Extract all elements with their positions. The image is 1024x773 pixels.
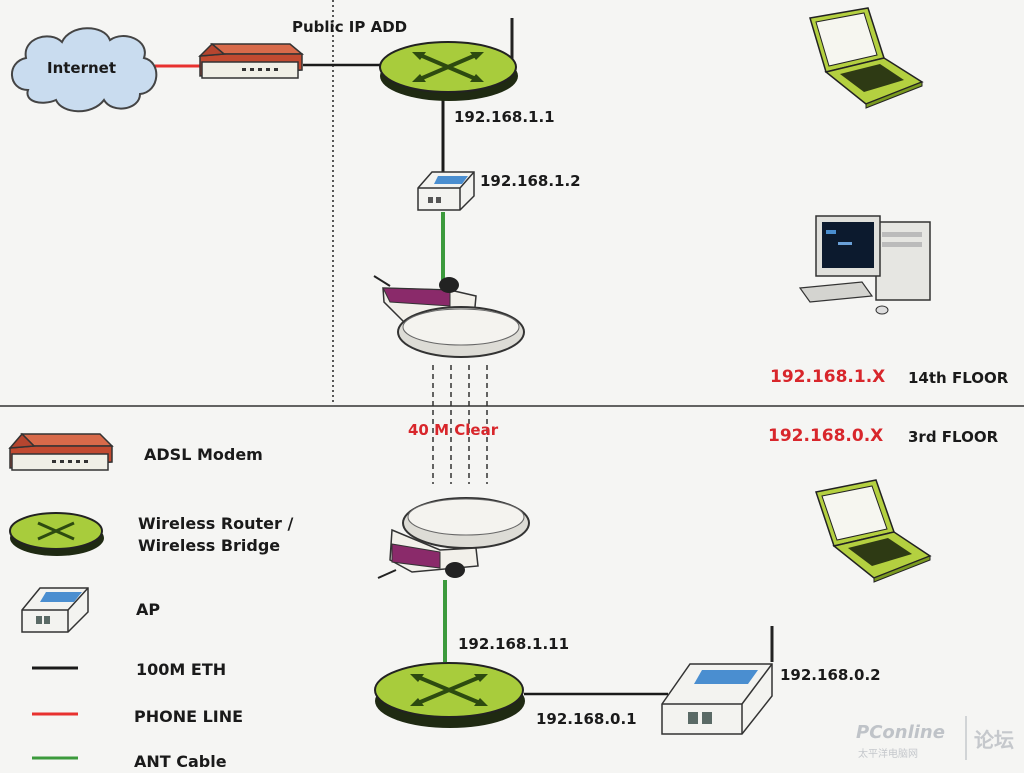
legend-adsl-label: ADSL Modem — [144, 445, 263, 464]
legend-wireless-router-icon — [9, 512, 104, 556]
router-bottom-ip-a-label: 192.168.1.11 — [458, 635, 570, 653]
floor14-subnet: 192.168.1.X — [770, 367, 886, 387]
dish-antenna-bottom-icon — [377, 497, 530, 579]
wireless-link-dashes — [432, 365, 488, 484]
link-capacity-label: 40 M Clear — [408, 421, 499, 439]
internet-cloud-icon — [11, 27, 158, 113]
adsl-modem-icon — [198, 42, 305, 79]
legend-ant-label: ANT Cable — [134, 752, 227, 771]
access-point-bottom-icon — [661, 626, 774, 735]
legend-ap-label: AP — [136, 600, 161, 619]
legend-adsl-modem-icon — [8, 432, 114, 471]
watermark-forum: 论坛 — [974, 728, 1014, 752]
legend-phone-label: PHONE LINE — [134, 707, 244, 726]
legend-router-label-line2: Wireless Bridge — [138, 536, 281, 555]
access-point-top-icon — [417, 171, 475, 211]
laptop-bottom-icon — [815, 479, 932, 583]
floor14-label: 14th FLOOR — [908, 369, 1009, 387]
laptop-top-icon — [809, 7, 924, 109]
wireless-router-bottom-icon — [374, 662, 525, 728]
legend-access-point-icon — [21, 587, 89, 633]
wireless-router-top-icon — [379, 18, 518, 101]
public-ip-label: Public IP ADD — [292, 18, 408, 36]
desktop-computer-icon — [798, 215, 931, 315]
dish-antenna-top-icon — [373, 275, 525, 358]
watermark-brand: PConline — [856, 722, 945, 743]
router-top-ip-label: 192.168.1.1 — [454, 108, 555, 126]
ap-bottom-ip-label: 192.168.0.2 — [780, 666, 881, 684]
router-bottom-ip-b-label: 192.168.0.1 — [536, 710, 637, 728]
ap-top-ip-label: 192.168.1.2 — [480, 172, 581, 190]
legend-eth-label: 100M ETH — [136, 660, 227, 679]
internet-label: Internet — [47, 59, 117, 77]
watermark-sub: 太平洋电脑网 — [858, 749, 918, 760]
floor3-label: 3rd FLOOR — [908, 428, 999, 446]
floor3-subnet: 192.168.0.X — [768, 426, 884, 446]
legend-router-label-line1: Wireless Router / — [138, 514, 294, 533]
